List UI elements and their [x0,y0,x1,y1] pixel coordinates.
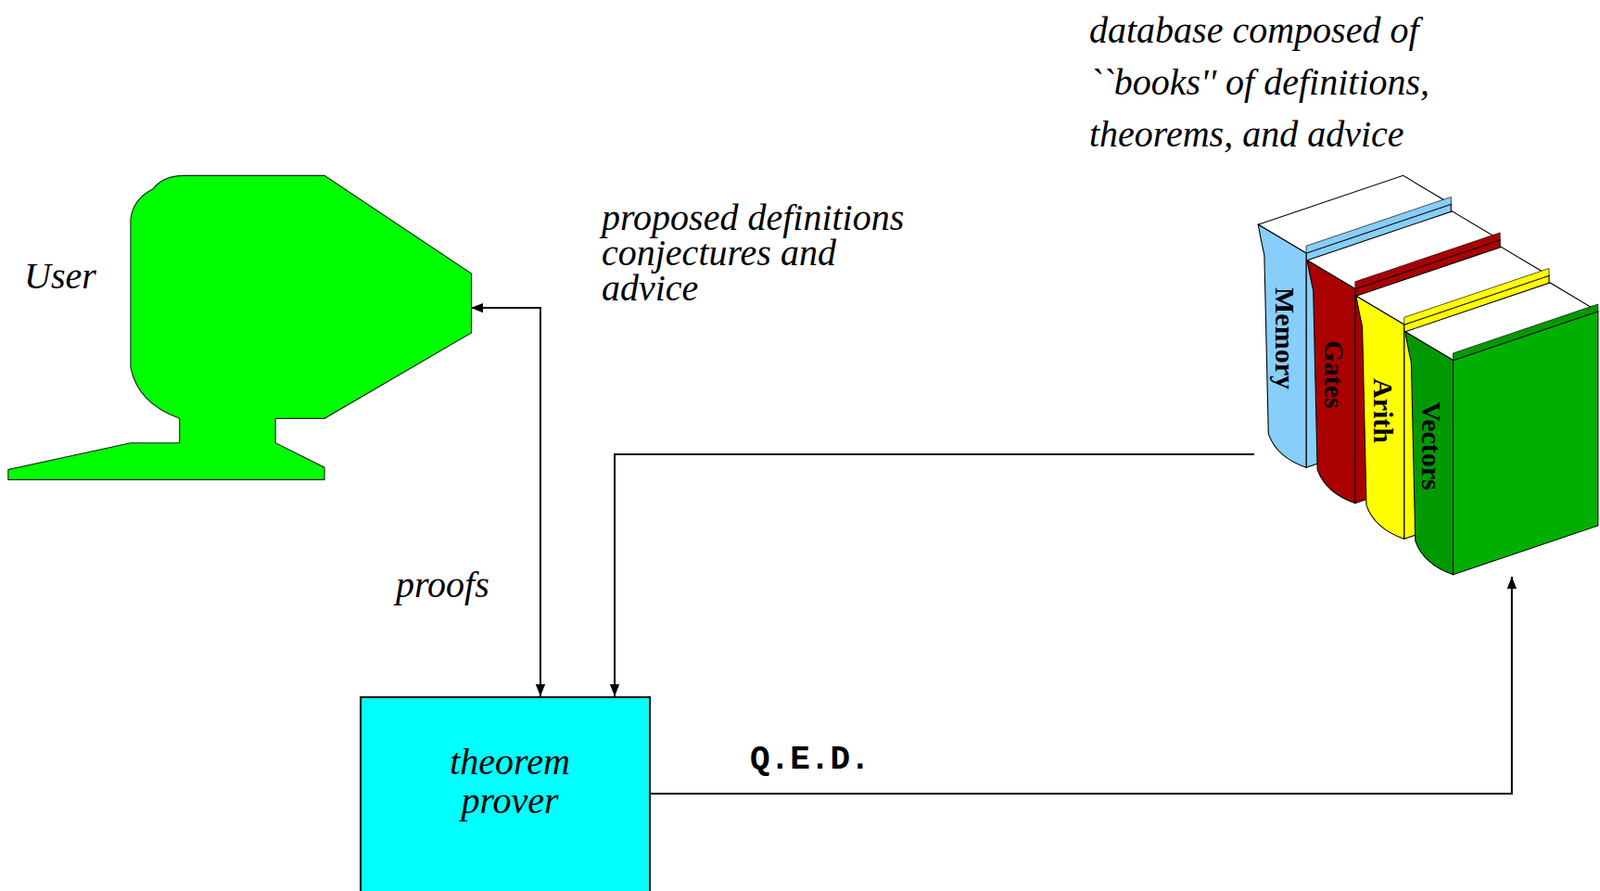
connector-line [470,307,541,697]
book-title: Vectors [1417,401,1446,491]
book-spine [1307,260,1356,504]
book [1405,282,1599,575]
book-spine [1356,295,1405,539]
terminal-shape [8,175,472,480]
database-heading: database composed of ``books'' of defini… [1089,4,1479,161]
connector-line [470,307,541,697]
prover-label: theorem prover [417,742,603,821]
book-database: database composed of ``books'' of defini… [1254,175,1600,577]
book-title: Gates [1320,340,1348,408]
book-spine [1405,331,1454,575]
connector-line [650,576,1512,794]
edge-label: proposed definitions conjectures and adv… [601,200,938,306]
prover-box: theorem prover [359,696,651,891]
connector-line [614,454,1255,697]
user-label: User [24,254,97,298]
book-title: Arith [1369,378,1397,444]
edge-label: Q.E.D. [749,741,871,779]
terminal-outline [7,175,471,481]
book-spine [1257,224,1307,468]
books-outline [1254,175,1600,577]
book-title: Memory [1270,287,1299,390]
user-terminal: User [7,175,471,481]
book-edge [1453,304,1599,361]
edge-label: proofs [395,563,490,607]
